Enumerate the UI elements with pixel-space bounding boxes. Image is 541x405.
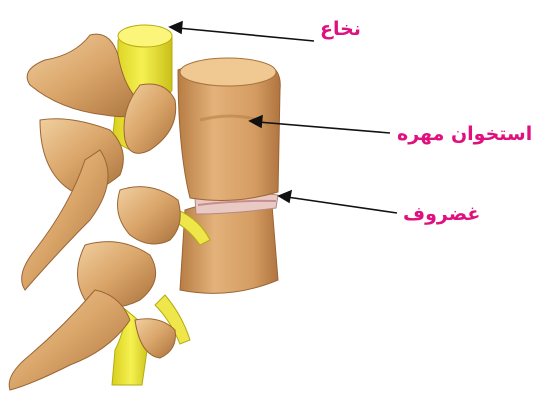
lower-vertebral-body: [180, 201, 278, 293]
label-cartilage: غضروف: [403, 205, 480, 224]
arrow-spinal-cord: [170, 22, 314, 41]
lower-spinous-process: [9, 290, 130, 390]
arrow-cartilage: [279, 191, 397, 213]
label-spinal-cord: نخاع: [320, 20, 361, 39]
label-vertebra-bone: استخوان مهره: [397, 125, 532, 144]
lower-transverse-process: [118, 187, 181, 244]
